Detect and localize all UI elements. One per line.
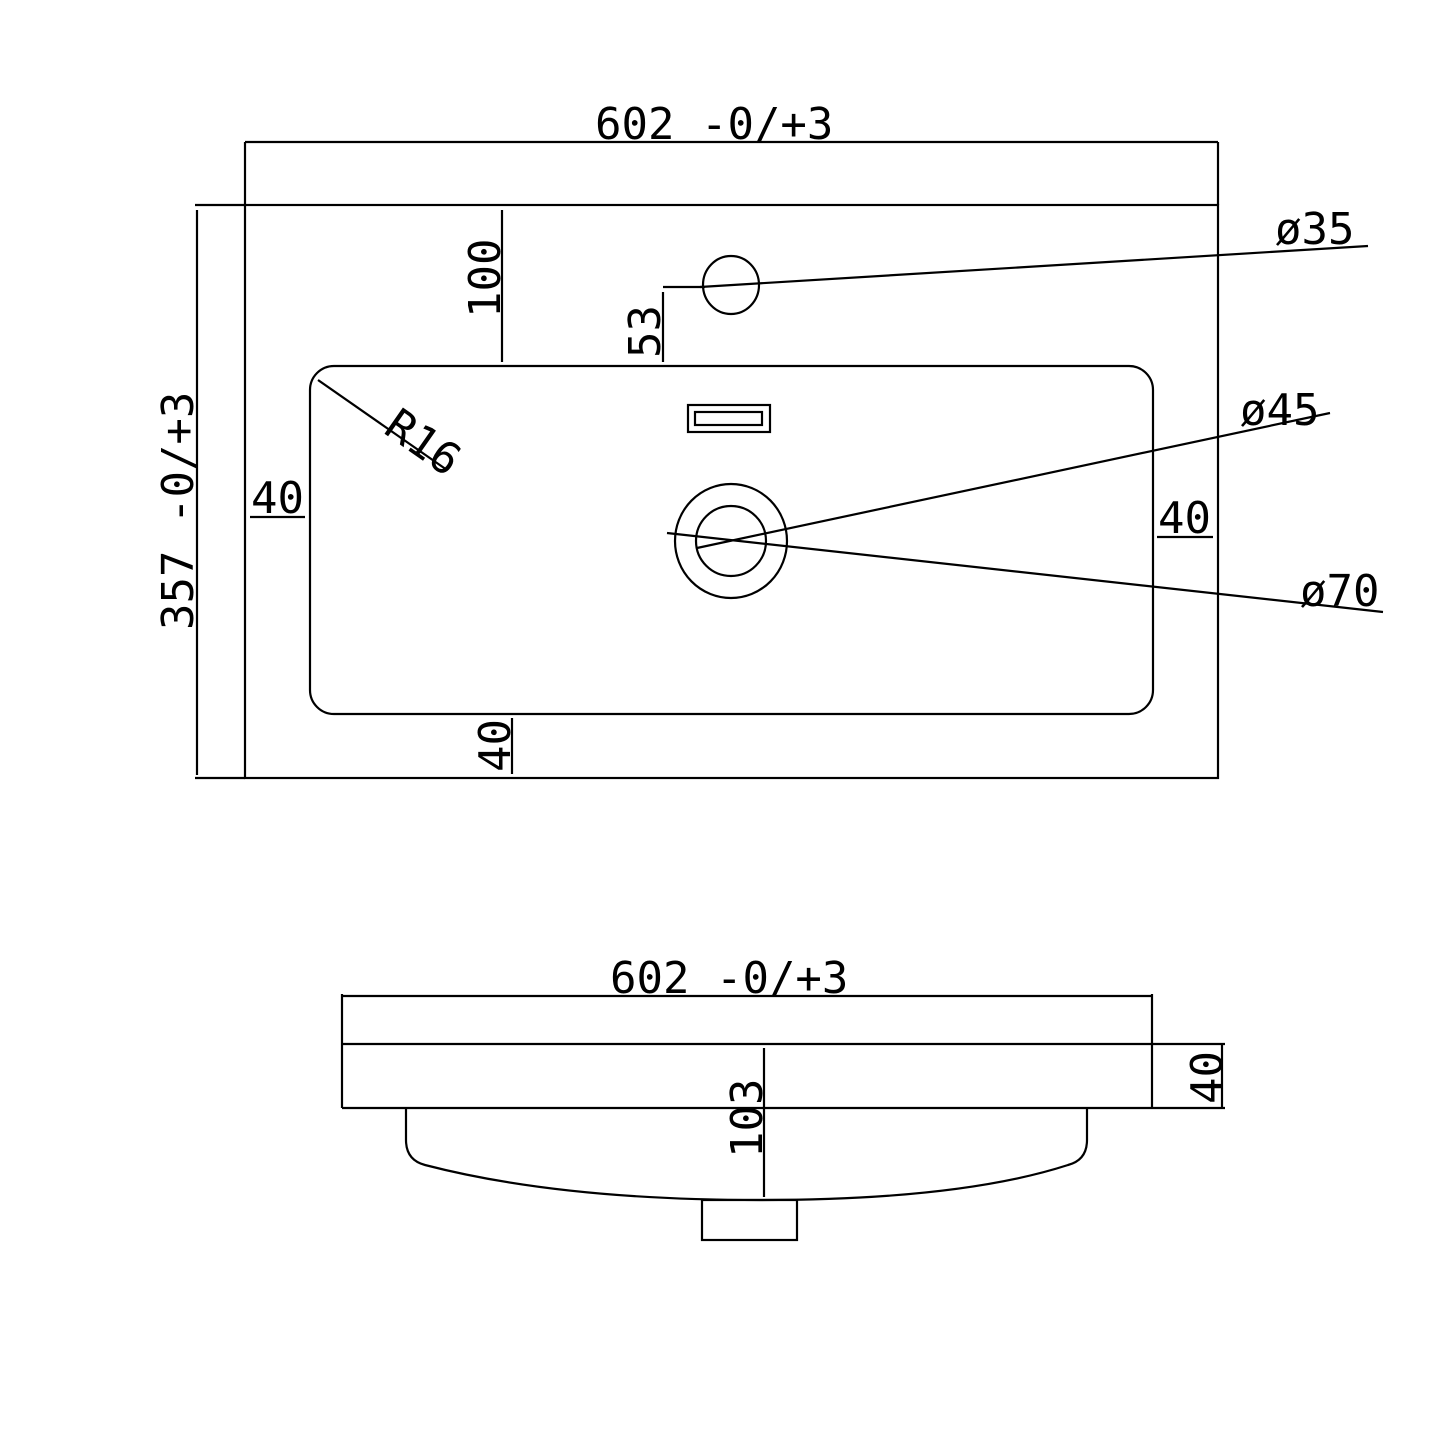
- top-view: 602 -0/+3 357 -0/+3 100 53 ø35 R16 40 40: [153, 99, 1384, 780]
- waste-outer-diameter-label: ø70: [1300, 566, 1379, 617]
- front-view: 602 -0/+3 40 103: [340, 953, 1233, 1242]
- waste-inner-leader: [696, 411, 1331, 550]
- overflow-outer: [686, 403, 772, 434]
- front-width-label: 602 -0/+3: [610, 953, 848, 1004]
- overflow-inner: [693, 410, 764, 427]
- radius-leader: [317, 379, 448, 471]
- tap-hole: [701, 254, 761, 316]
- bowl-outline: [308, 364, 1155, 716]
- total-depth-label: 103: [722, 1079, 773, 1158]
- right-rim-label: 40: [1158, 493, 1211, 544]
- slab-thickness-label: 40: [1182, 1051, 1233, 1104]
- depth-label: 357 -0/+3: [153, 392, 204, 630]
- tap-hole-diameter-label: ø35: [1275, 204, 1354, 255]
- waste-stub: [700, 1198, 799, 1242]
- waste-outer-ring: [673, 482, 789, 600]
- slab-outline: [243, 203, 1220, 780]
- front-rim-label: 40: [470, 719, 521, 772]
- waste-outer-leader: [666, 531, 1384, 614]
- corner-radius-label: R16: [376, 399, 470, 486]
- left-rim-label: 40: [251, 473, 304, 524]
- tap-hole-leader: [699, 244, 1369, 289]
- waste-inner-ring: [694, 504, 768, 578]
- top-width-label: 602 -0/+3: [595, 99, 833, 150]
- waste-inner-diameter-label: ø45: [1240, 385, 1319, 436]
- tap-offset-label: 100: [460, 239, 511, 318]
- tap-to-bowl-label: 53: [620, 305, 671, 358]
